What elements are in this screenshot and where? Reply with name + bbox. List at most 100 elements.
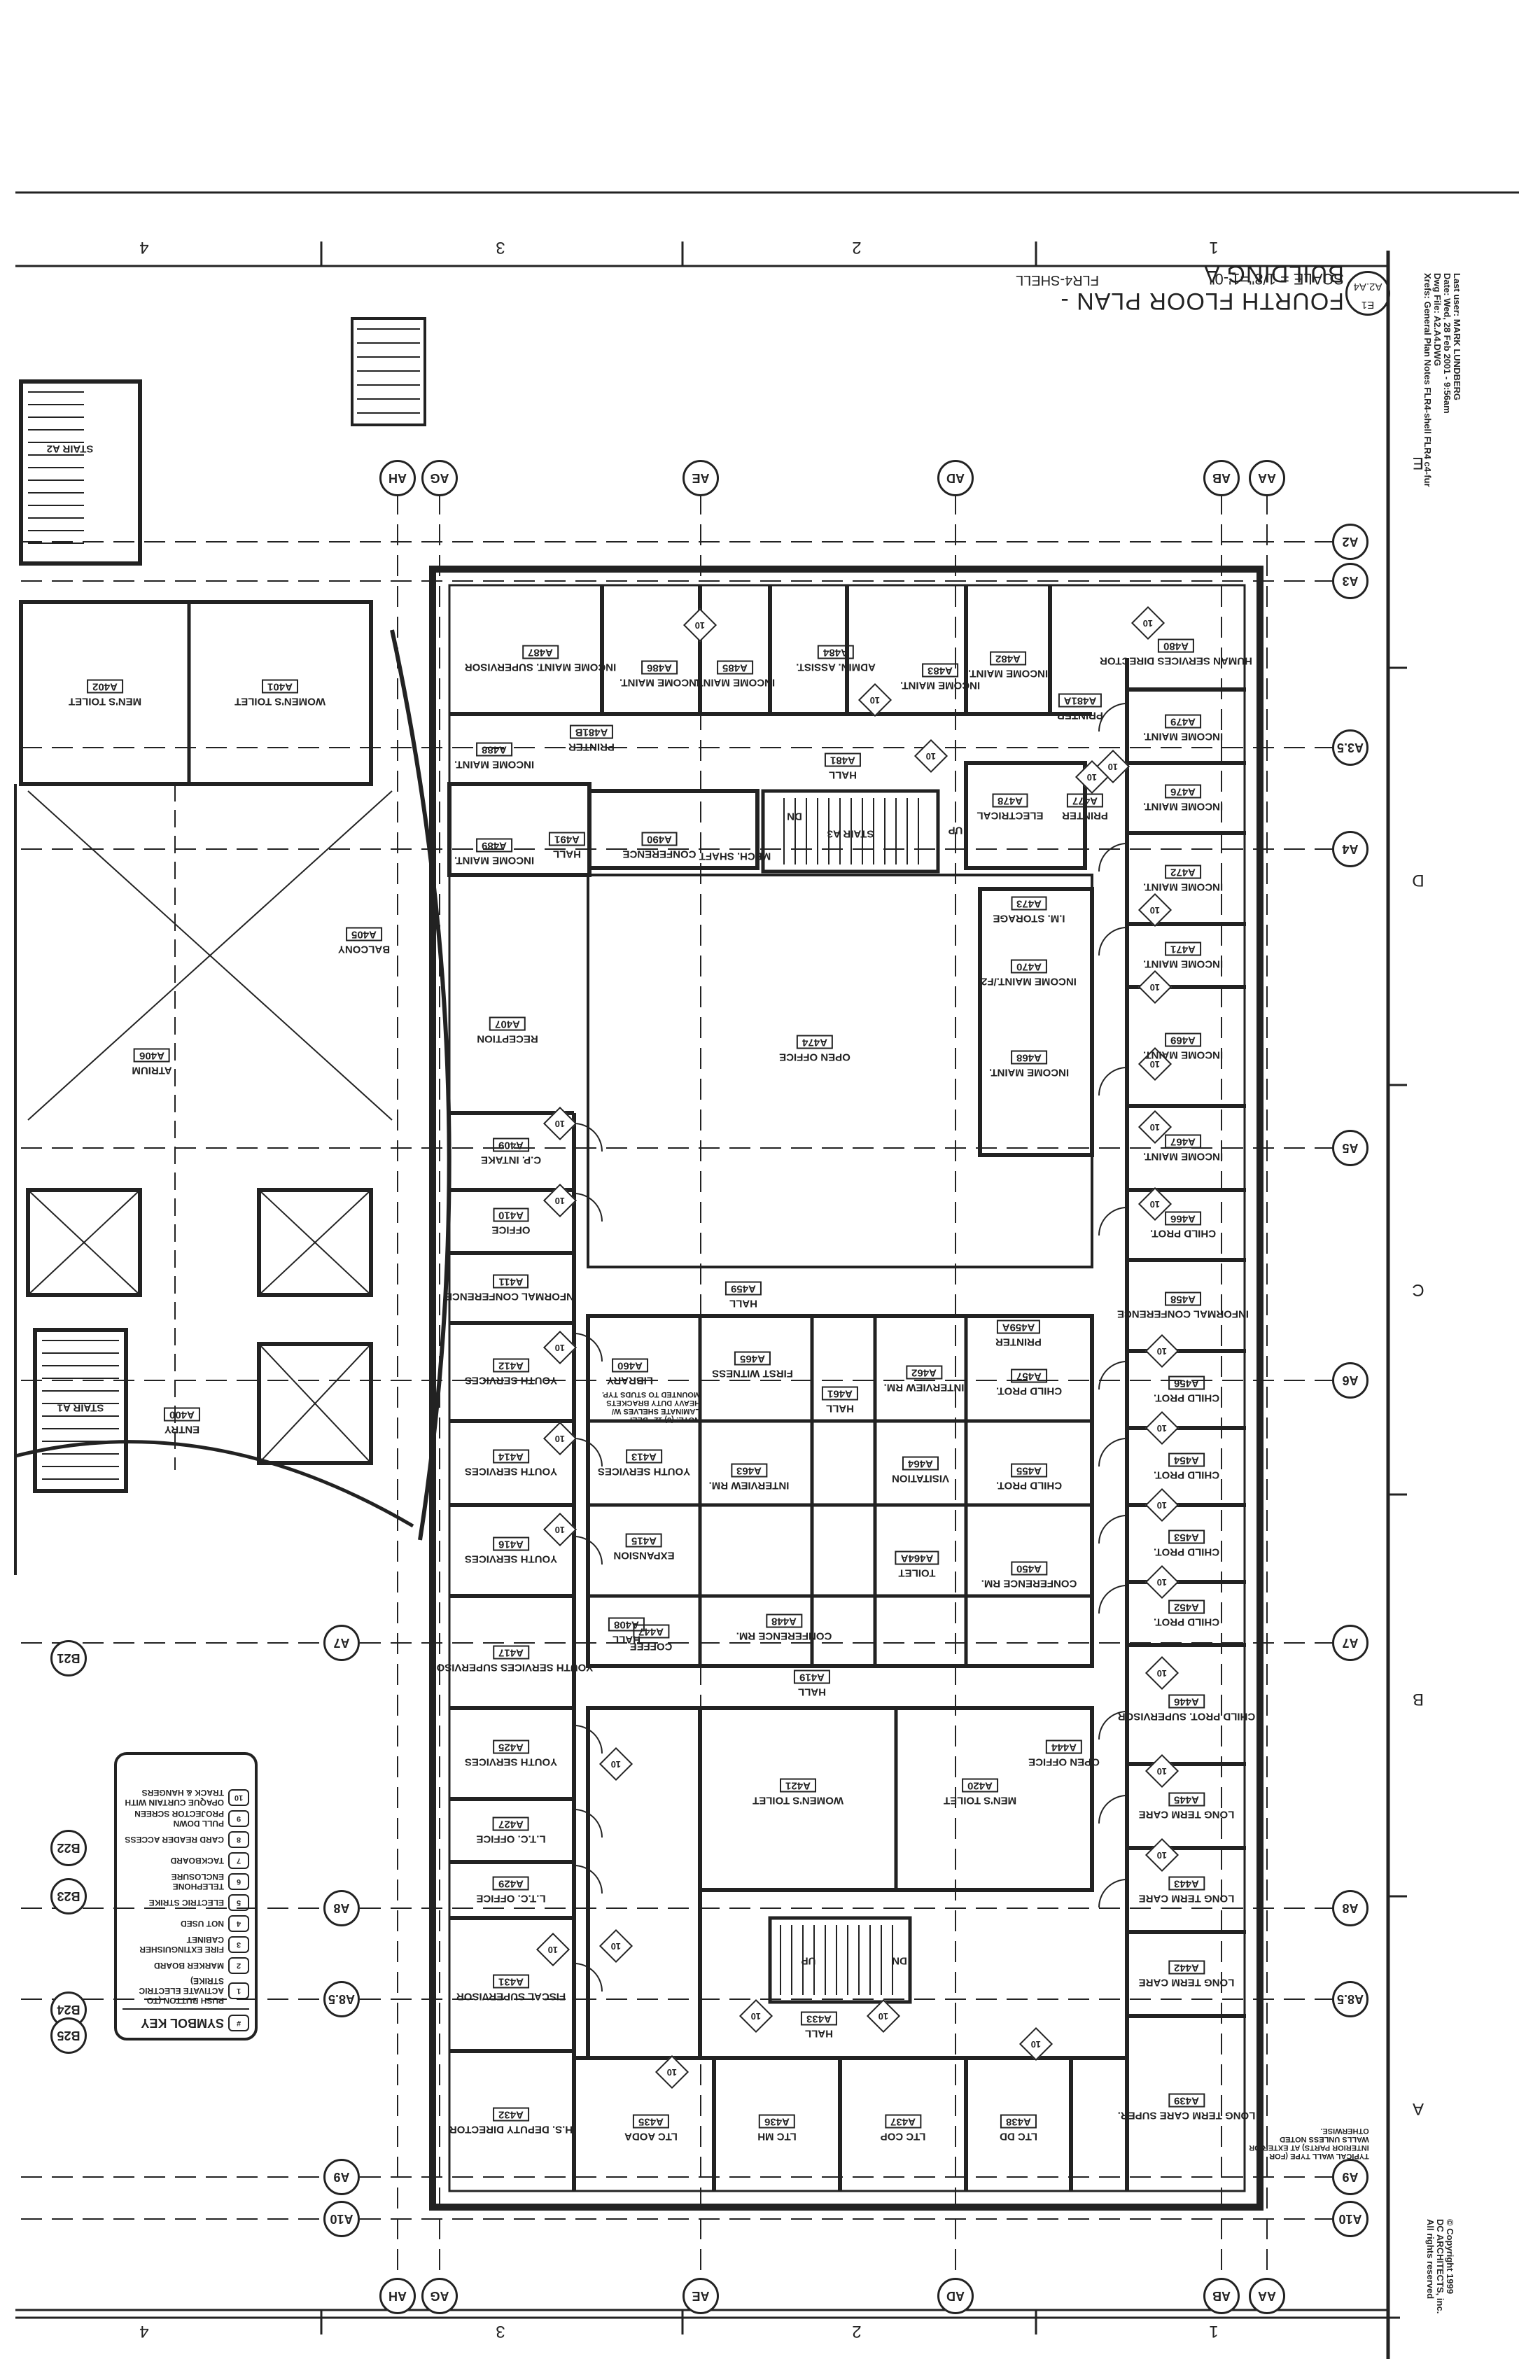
- door-tag-number: 10: [1030, 2038, 1042, 2050]
- room-name: INCOME MAINT.: [1142, 881, 1224, 893]
- room-number: A481B: [569, 724, 614, 739]
- room-label: INCOME MAINT.A479: [1143, 714, 1223, 743]
- door-swing: [1098, 1207, 1128, 1236]
- door-tag-number: 10: [1149, 904, 1161, 916]
- room-number: A417: [493, 1645, 529, 1660]
- room-name: COFFEE: [629, 1640, 673, 1653]
- plot-date: Date: Wed, 28 Feb 2001 - 9:56am: [1442, 273, 1452, 414]
- symbol-key-label: NOT USED: [180, 1919, 224, 1928]
- room-label: INCOME MAINT.A486: [620, 660, 699, 689]
- symbol-key-label: TELEPHONE ENCLOSURE: [171, 1872, 224, 1891]
- room-number: A484: [818, 645, 854, 659]
- column-grid-bubble: AB: [1203, 460, 1240, 496]
- room-number: A439: [1168, 2093, 1205, 2108]
- door-tag-number: 10: [1156, 1765, 1168, 1777]
- room-label: CHILD PROT. A452: [1154, 1600, 1219, 1628]
- door-swing: [1098, 1361, 1128, 1390]
- room-label: CONFERENCE RM.A448: [736, 1614, 832, 1642]
- room-label: INCOME MAINT.A468: [989, 1050, 1069, 1079]
- grid-column-number: 1: [1209, 238, 1219, 257]
- room-number: A463: [731, 1463, 767, 1478]
- door-tag-number: 10: [1149, 1198, 1161, 1210]
- column-grid-bubble: AG: [421, 460, 458, 496]
- room-number: A478: [992, 793, 1028, 808]
- room-number: A454: [1168, 1452, 1205, 1467]
- door-tag-number: 10: [1086, 771, 1098, 783]
- stair-bottom: [768, 1916, 912, 2004]
- room-label: CONFERENCE RM.A450: [981, 1561, 1077, 1590]
- grid-row-letter: E: [1412, 454, 1424, 472]
- room-name: PRINTER: [1062, 809, 1108, 822]
- column-grid-bubble: AB: [1203, 2278, 1240, 2314]
- room-name: LONG TERM CARE: [1138, 1892, 1235, 1905]
- column-grid-bubble: AH: [379, 460, 416, 496]
- stair-label: STAIR A3: [827, 827, 874, 840]
- room-number: A413: [626, 1449, 662, 1464]
- grid-column-number: 4: [139, 238, 149, 257]
- room-label: INCOME MAINT.A472: [1142, 864, 1224, 893]
- room-name: RECEPTION: [477, 1032, 538, 1045]
- room-number: A452: [1168, 1600, 1205, 1614]
- room-number: A409: [493, 1138, 529, 1152]
- room-name: INCOME MAINT.: [899, 679, 981, 692]
- row-grid-bubble: A8.5: [323, 1981, 360, 2017]
- room-name: INTERVIEW RM.: [883, 1381, 965, 1394]
- shelves-note: NOTE: (6) 12" DEEP LAMINATE SHELVES W/ H…: [601, 1390, 701, 1424]
- row-grid-bubble: A8: [1332, 1890, 1368, 1926]
- room-name: ATRIUM: [132, 1064, 172, 1077]
- symbol-key-label: PUSH BUTTON (TO ACTIVATE ELECTRIC STRIKE…: [139, 1976, 224, 2005]
- copyright-notice: © Copyright 1999 DC ARCHITECTS, inc. All…: [1425, 2219, 1455, 2317]
- b-grid-bubble: B25: [50, 2017, 87, 2054]
- room-name: PRINTER: [995, 1336, 1042, 1348]
- room-number: A433: [801, 2011, 837, 2026]
- room-name: EXPANSION: [613, 1549, 675, 1562]
- plot-info: Last user: MARK LUNDBERG Date: Wed, 28 F…: [1422, 273, 1462, 504]
- room-name: BALCONY: [337, 943, 391, 955]
- room-name: CHILD PROT.: [1153, 1616, 1220, 1628]
- room-name: CONFERENCE: [622, 848, 696, 860]
- room-number: A419: [794, 1670, 830, 1684]
- room-name: CONFERENCE RM.: [736, 1630, 832, 1642]
- room-name: ENTRY: [164, 1423, 200, 1436]
- room-number: A455: [1011, 1463, 1047, 1478]
- door-swing: [573, 1725, 603, 1754]
- door-swing: [1098, 1438, 1128, 1467]
- room-name: CHILD PROT.: [1149, 1227, 1217, 1240]
- grid-row-letter: D: [1412, 871, 1424, 890]
- column-grid-bubble: AE: [682, 2278, 719, 2314]
- door-swing: [573, 1193, 603, 1222]
- grid-column-number: 3: [496, 2322, 505, 2341]
- grid-column-number: 2: [852, 238, 862, 257]
- room-name: INCOME MAINT.: [694, 676, 776, 689]
- room-number: A416: [493, 1536, 529, 1551]
- door-swing: [1098, 1585, 1128, 1614]
- row-grid-bubble: A3.5: [1332, 729, 1368, 766]
- column-grid-bubble: AG: [421, 2278, 458, 2314]
- door-tag-number: 10: [1149, 981, 1161, 993]
- grid-row-letter: A: [1412, 2099, 1424, 2118]
- room-label: ADMIN. ASSIST.A484: [796, 645, 876, 673]
- room-number: A468: [1011, 1050, 1047, 1065]
- room-number: A443: [1168, 1876, 1205, 1891]
- room-number: A402: [87, 679, 123, 694]
- detail-ref: E1: [1361, 299, 1375, 311]
- stair-a2: [19, 379, 142, 566]
- door-tag-number: 10: [547, 1944, 559, 1955]
